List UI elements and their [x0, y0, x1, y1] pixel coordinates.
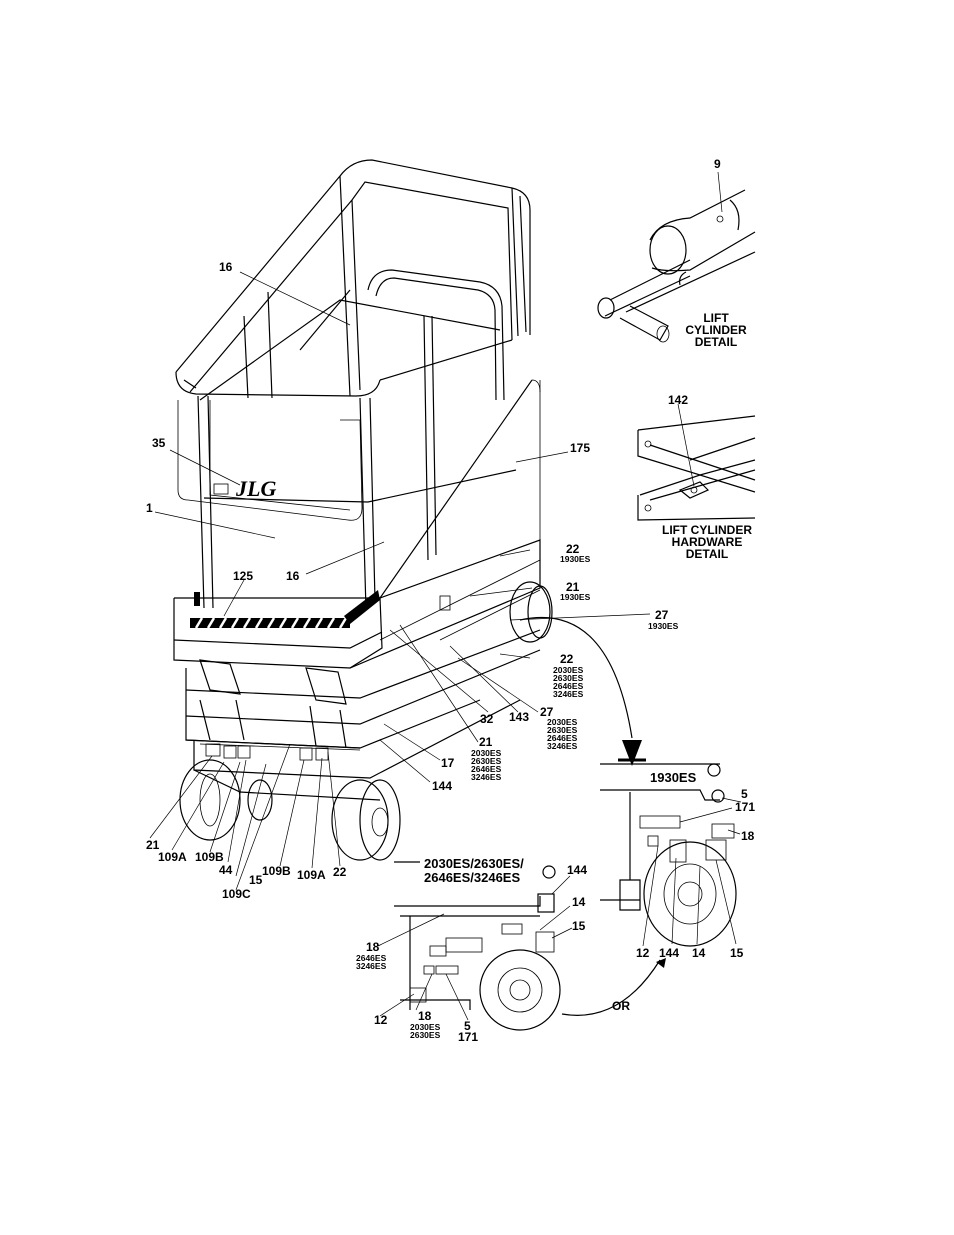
- callout-21-multi-sub-4: 3246ES: [471, 772, 502, 782]
- callout-12-2030: 12: [374, 1013, 388, 1027]
- callout-27-multi-sub-1: 2030ES: [547, 717, 578, 727]
- or-label: OR: [612, 999, 630, 1013]
- callout-9: 9: [714, 157, 721, 171]
- callout-175: 175: [570, 441, 590, 455]
- callout-18-2030-sub-2: 2630ES: [410, 1030, 441, 1040]
- callout-5-1930: 5: [741, 787, 748, 801]
- callout-16-mid: 16: [286, 569, 300, 583]
- callout-12-1930: 12: [636, 946, 650, 960]
- scissor-lift-illustration: JLG: [173, 159, 553, 861]
- callout-21-multi-sub-2: 2630ES: [471, 756, 502, 766]
- lift-cylinder-detail: 9 LIFT CYLINDER DETAIL: [597, 157, 756, 349]
- hardware-title-1: LIFT CYLINDER: [662, 523, 752, 537]
- or-connector: OR: [561, 958, 666, 1016]
- callout-109c: 109C: [222, 887, 251, 901]
- callout-27-multi-sub-3: 2646ES: [547, 733, 578, 743]
- callout-27-1930-sub: 1930ES: [648, 621, 679, 631]
- callout-171-1930: 171: [735, 800, 755, 814]
- callout-15-main: 15: [249, 873, 263, 887]
- callout-35: 35: [152, 436, 166, 450]
- callout-14-1930: 14: [692, 946, 706, 960]
- callout-1: 1: [146, 501, 153, 515]
- callout-27-multi-sub-2: 2630ES: [547, 725, 578, 735]
- hardware-title-3: DETAIL: [686, 547, 728, 561]
- callout-18-2646-sub-1: 2646ES: [356, 953, 387, 963]
- callout-22-multi-sub-1: 2030ES: [553, 665, 584, 675]
- callout-17: 17: [441, 756, 455, 770]
- lift-cylinder-title-2: CYLINDER: [685, 323, 747, 337]
- callout-22-multi-sub-2: 2630ES: [553, 673, 584, 683]
- callout-21-multi-sub-1: 2030ES: [471, 748, 502, 758]
- callout-142: 142: [668, 393, 688, 407]
- callout-32: 32: [480, 712, 494, 726]
- callout-15-1930: 15: [730, 946, 744, 960]
- lift-cylinder-title-3: DETAIL: [695, 335, 737, 349]
- callout-144-main: 144: [432, 779, 452, 793]
- model-1930-title: 1930ES: [650, 770, 697, 785]
- callout-109a-right: 109A: [297, 868, 326, 882]
- model-2030-title-1: 2030ES/2630ES/: [424, 856, 524, 871]
- callout-21-base: 21: [146, 838, 160, 852]
- callout-18-2646-sub-2: 3246ES: [356, 961, 387, 971]
- detail-arrow: [519, 616, 646, 766]
- callout-144-1930: 144: [659, 946, 679, 960]
- callout-44: 44: [219, 863, 233, 877]
- detail-1930es: 1930ES 5 171 18 12 144 14 15: [600, 763, 755, 960]
- callout-21-multi-sub-3: 2646ES: [471, 764, 502, 774]
- callout-27-multi-sub-4: 3246ES: [547, 741, 578, 751]
- callout-27-multi: 27: [540, 705, 554, 719]
- callout-21-multi: 21: [479, 735, 493, 749]
- callout-22-base: 22: [333, 865, 347, 879]
- hardware-title-2: HARDWARE: [672, 535, 743, 549]
- callout-144-2030: 144: [567, 863, 587, 877]
- callout-27-1930: 27: [655, 608, 669, 622]
- callout-143: 143: [509, 710, 529, 724]
- callout-109b-right: 109B: [262, 864, 291, 878]
- callout-21-1930-sub: 1930ES: [560, 592, 591, 602]
- lift-cylinder-title-1: LIFT: [703, 311, 729, 325]
- callout-5-2030: 5: [464, 1019, 471, 1033]
- callout-22-1930-sub: 1930ES: [560, 554, 591, 564]
- lift-cylinder-hardware-detail: 142 LIFT CYLINDER HARDWARE DETAIL: [637, 393, 756, 561]
- callout-125: 125: [233, 569, 253, 583]
- callout-18-1930: 18: [741, 829, 755, 843]
- callout-16-top: 16: [219, 260, 233, 274]
- callout-22-multi-sub-3: 2646ES: [553, 681, 584, 691]
- callout-171-2030: 171: [458, 1030, 478, 1044]
- leader-lines-main: [149, 271, 651, 891]
- jlg-logo: JLG: [235, 476, 276, 501]
- callout-21-1930: 21: [566, 580, 580, 594]
- callout-109a-left: 109A: [158, 850, 187, 864]
- callout-109b-left: 109B: [195, 850, 224, 864]
- callout-18-2030: 18: [418, 1009, 432, 1023]
- callout-22-multi: 22: [560, 652, 574, 666]
- callout-22-multi-sub-4: 3246ES: [553, 689, 584, 699]
- main-callouts: 16 35 1 175 125 16 22 1930ES 21 1930ES 2…: [146, 260, 679, 901]
- callout-18-2030-sub-1: 2030ES: [410, 1022, 441, 1032]
- detail-2030es: 2030ES/2630ES/ 2646ES/3246ES 144 14 15 1…: [356, 856, 587, 1044]
- callout-15-2030: 15: [572, 919, 586, 933]
- model-2030-title-2: 2646ES/3246ES: [424, 870, 520, 885]
- callout-14-2030: 14: [572, 895, 586, 909]
- callout-18-2646: 18: [366, 940, 380, 954]
- callout-22-1930: 22: [566, 542, 580, 556]
